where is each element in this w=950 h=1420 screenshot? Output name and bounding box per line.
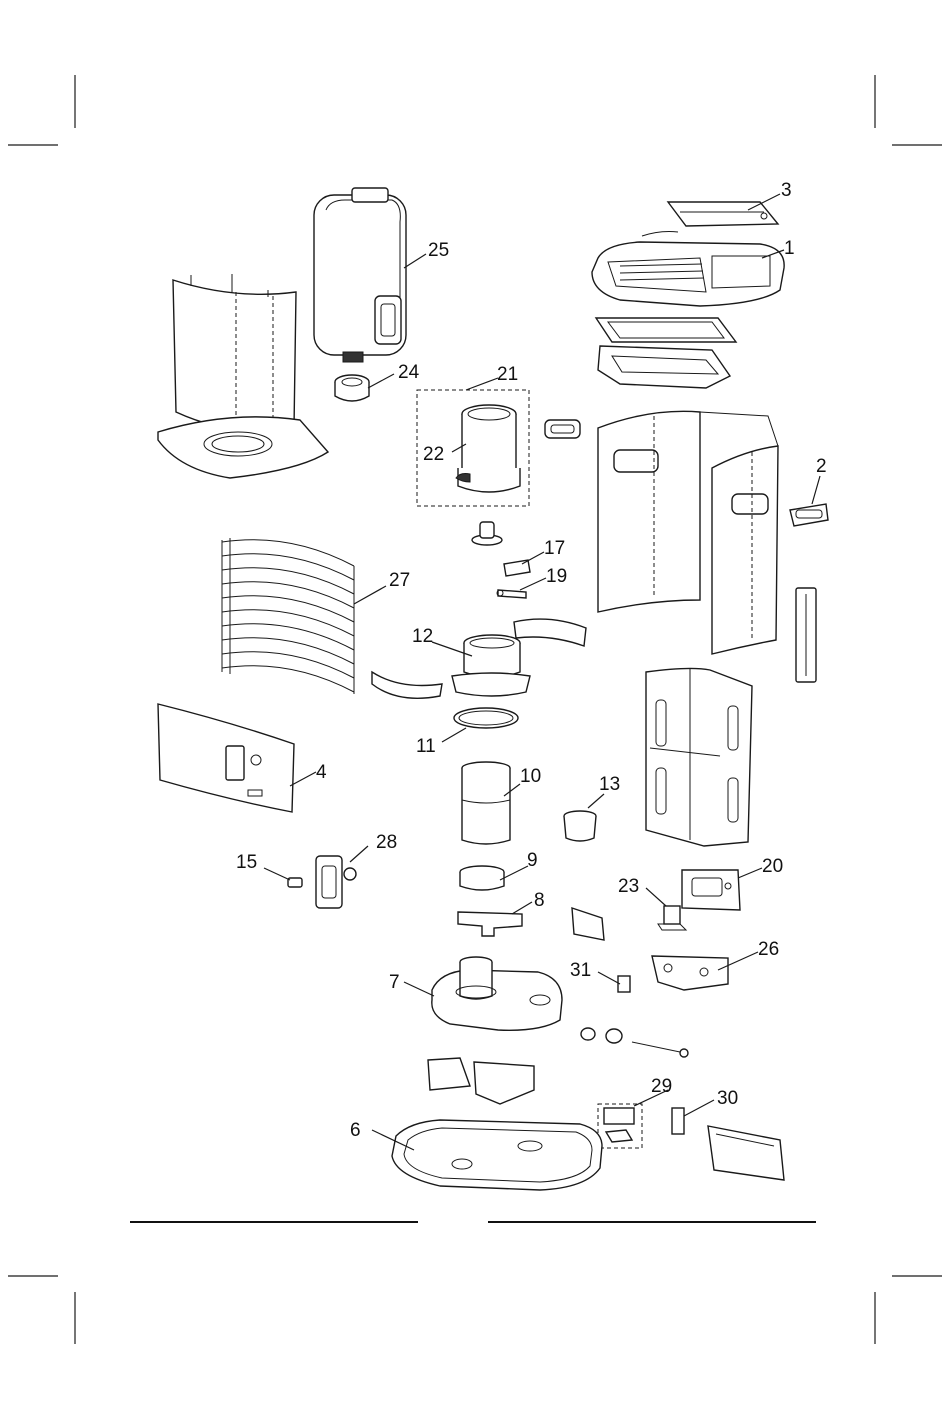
wick-knob xyxy=(472,522,502,545)
label-part-10: 10 xyxy=(520,766,541,787)
label-part-13: 13 xyxy=(599,774,620,795)
label-part-4: 4 xyxy=(316,762,327,783)
part-27-front-grill xyxy=(222,538,354,694)
rear-reflector-panel xyxy=(173,274,296,432)
part-30-microswitch xyxy=(672,1108,684,1134)
label-part-20: 20 xyxy=(762,856,783,877)
part-11-ring xyxy=(454,708,518,728)
label-part-1: 1 xyxy=(784,238,795,259)
part-1-top-grill xyxy=(592,242,784,306)
label-part-2: 2 xyxy=(816,456,827,477)
part-29-group xyxy=(598,1104,642,1148)
cabinet-panels xyxy=(598,411,816,682)
label-part-8: 8 xyxy=(534,890,545,911)
part-28-handle xyxy=(316,856,356,908)
burner-base-plate xyxy=(158,417,328,478)
part-26-valve-assembly xyxy=(652,956,728,990)
top-frame xyxy=(598,346,730,388)
part-6-base-tray xyxy=(392,1120,602,1190)
part-13-cup xyxy=(564,811,596,841)
label-part-21: 21 xyxy=(497,364,518,385)
label-part-24: 24 xyxy=(398,362,420,383)
label-part-19: 19 xyxy=(546,566,567,587)
part-15-button xyxy=(288,878,302,887)
part-12-burner xyxy=(452,635,530,696)
part-3-top-cover xyxy=(642,202,778,236)
part-22-combustion-cylinder xyxy=(456,405,520,492)
part-8-bracket xyxy=(458,912,522,936)
part-9-band xyxy=(460,866,504,890)
label-part-26: 26 xyxy=(758,939,779,960)
label-part-11: 11 xyxy=(416,736,436,757)
part-10-chimney xyxy=(462,762,510,844)
label-part-31: 31 xyxy=(570,960,591,981)
part-24-tank-cap xyxy=(335,375,369,401)
label-part-25: 25 xyxy=(428,240,449,261)
adjust-knobs-and-rod xyxy=(581,1028,688,1057)
label-part-29: 29 xyxy=(651,1076,672,1097)
label-part-28: 28 xyxy=(376,832,397,853)
control-bracket xyxy=(572,908,604,940)
base-brackets xyxy=(428,1058,534,1104)
label-part-12: 12 xyxy=(412,626,433,647)
label-part-27: 27 xyxy=(389,570,410,591)
part-7-tank-base xyxy=(432,957,562,1030)
part-4-front-panel xyxy=(158,704,294,812)
label-part-3: 3 xyxy=(781,180,792,201)
cabinet-handle xyxy=(545,420,580,438)
label-part-15: 15 xyxy=(236,852,257,873)
rear-panel xyxy=(646,668,752,846)
part-2-side-handle xyxy=(790,504,828,526)
label-part-23: 23 xyxy=(618,876,639,897)
label-part-9: 9 xyxy=(527,850,538,871)
label-part-22: 22 xyxy=(423,444,444,465)
label-part-7: 7 xyxy=(389,972,400,993)
part-25-fuel-tank xyxy=(314,188,406,362)
burner-half-ring-left xyxy=(372,672,442,698)
side-cover-plate xyxy=(708,1126,784,1180)
burner-half-ring-right xyxy=(514,619,586,646)
label-part-17: 17 xyxy=(544,538,565,559)
label-part-30: 30 xyxy=(717,1088,738,1109)
label-part-6: 6 xyxy=(350,1120,361,1141)
part-23-switch xyxy=(658,906,686,930)
part-20-control-box xyxy=(682,870,740,910)
top-gasket xyxy=(596,318,736,342)
part-19-igniter xyxy=(497,590,526,598)
